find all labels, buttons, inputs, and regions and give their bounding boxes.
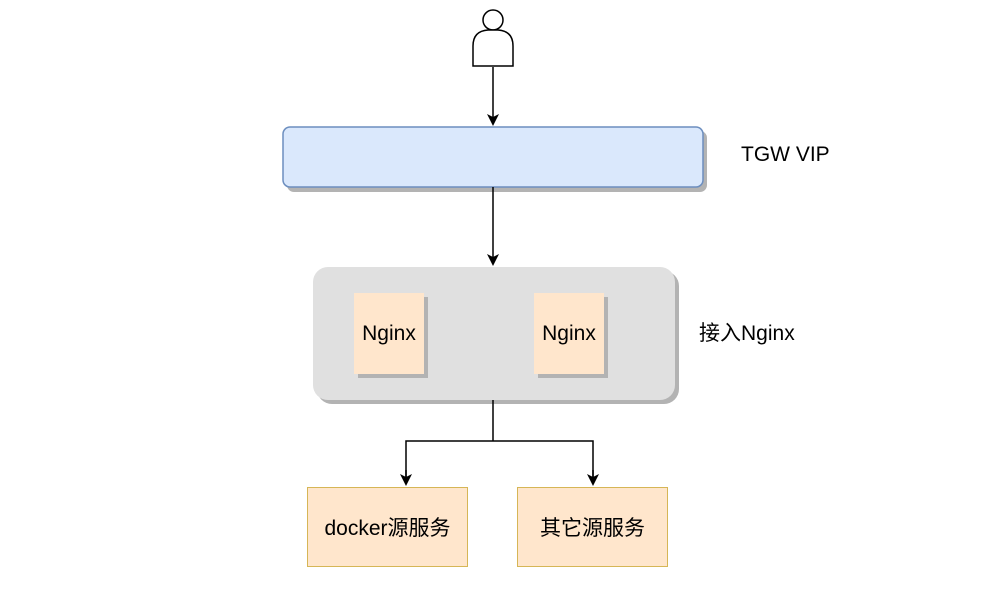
access-nginx-label: 接入Nginx bbox=[699, 322, 795, 345]
nginx-node-1[interactable]: Nginx bbox=[354, 293, 424, 374]
nginx-node-2-label: Nginx bbox=[542, 321, 596, 345]
edge-group-to-services bbox=[405, 400, 594, 482]
nginx-node-2[interactable]: Nginx bbox=[534, 293, 604, 374]
other-service-box[interactable]: 其它源服务 bbox=[517, 487, 668, 567]
docker-service-box[interactable]: docker源服务 bbox=[307, 487, 468, 567]
docker-service-label: docker源服务 bbox=[324, 517, 451, 540]
user-icon bbox=[472, 9, 514, 67]
other-service-label: 其它源服务 bbox=[540, 517, 645, 540]
tgw-vip-label: TGW VIP bbox=[741, 143, 830, 166]
tgw-vip-bar[interactable] bbox=[282, 126, 704, 188]
nginx-node-1-label: Nginx bbox=[362, 321, 416, 345]
